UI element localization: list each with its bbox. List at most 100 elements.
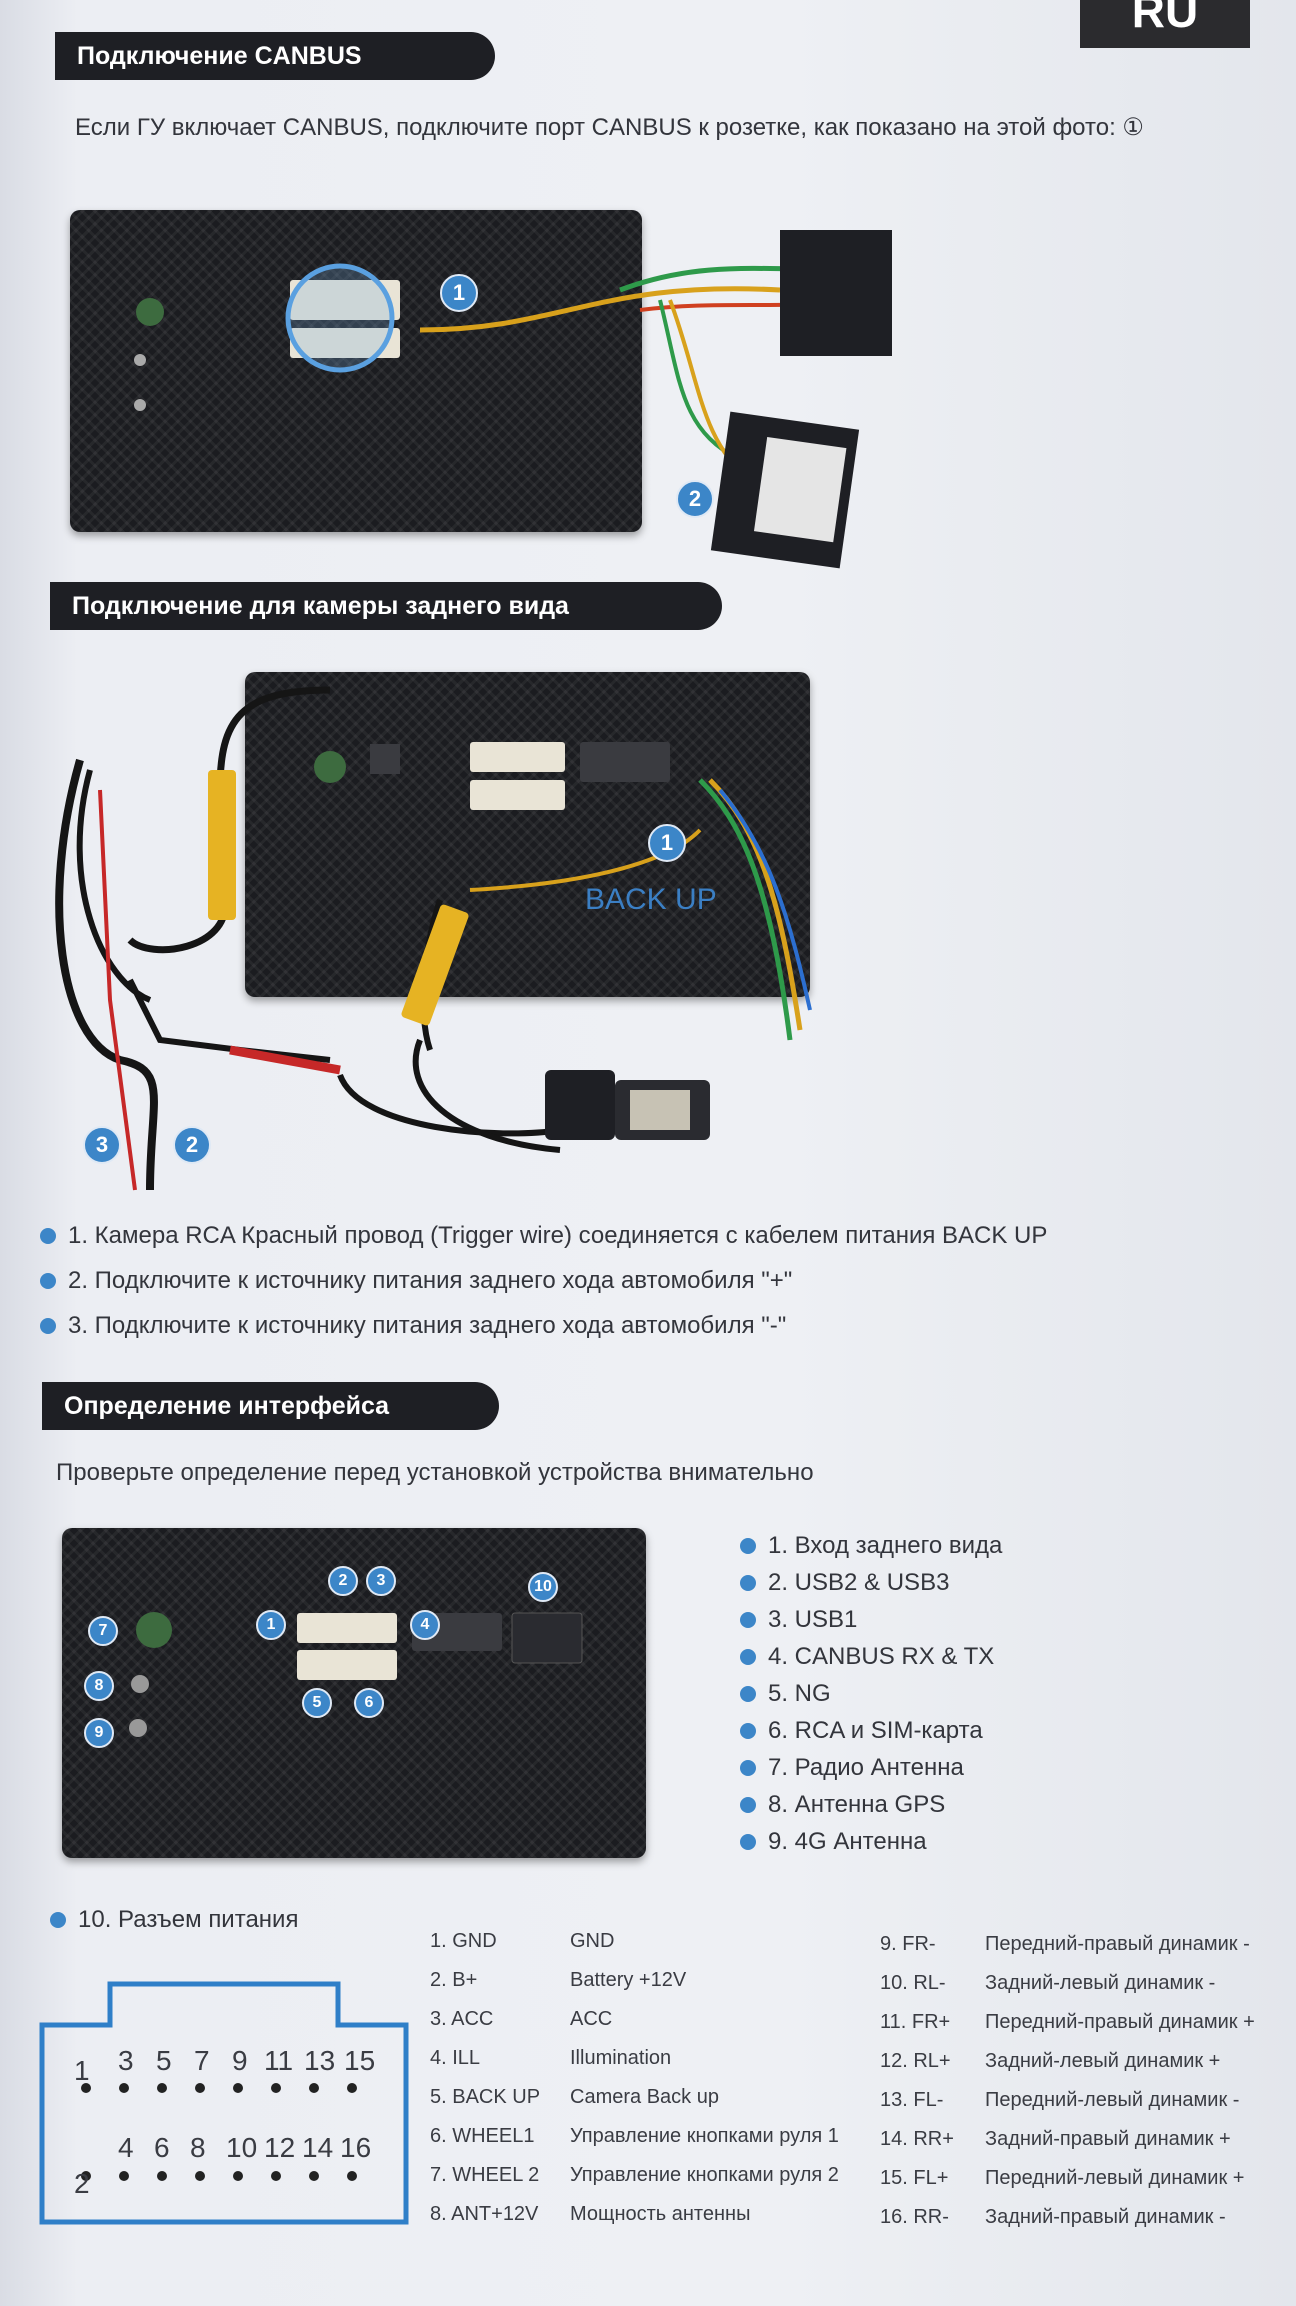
- connector-dot-bottom: [271, 2171, 281, 2181]
- bullet-dot: [50, 1912, 66, 1928]
- connector-pin-7: 7: [194, 2045, 210, 2076]
- bullet-dot: [740, 1723, 756, 1739]
- right-desc-0: Передний-правый динамик -: [985, 1933, 1250, 1955]
- connector-pin-2: 2: [74, 2168, 90, 2199]
- connector-dot-top: [309, 2083, 319, 2093]
- port-item-4: 4. CANBUS RX & TX: [740, 1641, 994, 1673]
- bullet-dot: [740, 1612, 756, 1628]
- connector-dot-bottom: [119, 2171, 129, 2181]
- connector-pin-9: 9: [232, 2045, 248, 2076]
- left-pin-4: 5. BACK UP: [430, 2086, 541, 2108]
- connector-dot-bottom: [309, 2171, 319, 2181]
- right-desc-2: Передний-правый динамик +: [985, 2011, 1255, 2033]
- bullet-dot: [740, 1538, 756, 1554]
- left-pin-5: 6. WHEEL1: [430, 2125, 535, 2147]
- port-item-6: 6. RCA и SIM-карта: [740, 1715, 983, 1747]
- bullet-dot: [740, 1649, 756, 1665]
- bullet-dot: [740, 1686, 756, 1702]
- bullet-dot: [740, 1760, 756, 1776]
- interface-text: Проверьте определение перед установкой у…: [56, 1459, 814, 1486]
- canbus-badge-1: 1: [440, 274, 478, 312]
- port-badge-3: 3: [366, 1566, 396, 1596]
- head-unit-rear-drawing: [134, 263, 400, 411]
- language-tab: RU: [1080, 0, 1250, 48]
- connector-pin-1: 1: [74, 2055, 90, 2086]
- camera-note-3: 3. Подключите к источнику питания заднег…: [40, 1310, 786, 1342]
- canbus-heading: Подключение CANBUS: [55, 32, 495, 80]
- canbus-box-upper: [780, 230, 892, 356]
- bullet-dot: [40, 1318, 56, 1334]
- left-pin-7: 8. ANT+12V: [430, 2203, 539, 2225]
- power-connector-label: 10. Разъем питания: [50, 1904, 298, 1936]
- rear-camera: [545, 1070, 615, 1140]
- port-item-1: 1. Вход заднего вида: [740, 1530, 1002, 1562]
- connector-dot-bottom: [195, 2171, 205, 2181]
- right-pin-1: 10. RL-: [880, 1972, 946, 1994]
- connector-dot-bottom: [157, 2171, 167, 2181]
- rca-connector-left: [208, 770, 236, 920]
- connector-dot-bottom: [81, 2171, 91, 2181]
- port-badge-5: 5: [302, 1688, 332, 1718]
- rca-connector-right: [401, 904, 469, 1026]
- right-pin-0: 9. FR-: [880, 1933, 936, 1955]
- left-desc-6: Управление кнопками руля 2: [570, 2164, 839, 2186]
- connector-dot-top: [347, 2083, 357, 2093]
- camera-heading: Подключение для камеры заднего вида: [50, 582, 722, 630]
- right-desc-1: Задний-левый динамик -: [985, 1972, 1216, 1994]
- port-item-9: 9. 4G Антенна: [740, 1826, 927, 1858]
- right-pin-3: 12. RL+: [880, 2050, 951, 2072]
- connector-pin-14: 14: [302, 2132, 334, 2163]
- left-desc-5: Управление кнопками руля 1: [570, 2125, 839, 2147]
- left-desc-7: Мощность антенны: [570, 2203, 751, 2225]
- left-pin-3: 4. ILL: [430, 2047, 481, 2069]
- connector-pin-4: 4: [118, 2132, 134, 2163]
- port-badge-9: 9: [84, 1718, 114, 1748]
- connector-dot-bottom: [233, 2171, 243, 2181]
- port-badge-4: 4: [410, 1610, 440, 1640]
- left-pin-1: 2. B+: [430, 1969, 478, 1991]
- port-item-5: 5. NG: [740, 1678, 831, 1710]
- camera-wiring: [55, 686, 812, 1191]
- left-desc-0: GND: [570, 1930, 615, 1952]
- canbus-text: Если ГУ включает CANBUS, подключите порт…: [75, 114, 1144, 141]
- camera-badge-1: 1: [648, 824, 686, 862]
- right-desc-4: Передний-левый динамик -: [985, 2089, 1240, 2111]
- right-desc-6: Передний-левый динамик +: [985, 2167, 1245, 2189]
- connector-pin-16: 16: [340, 2132, 372, 2163]
- right-pin-5: 14. RR+: [880, 2128, 954, 2150]
- interface-heading: Определение интерфейса: [42, 1382, 499, 1430]
- right-pin-4: 13. FL-: [880, 2089, 944, 2111]
- left-desc-1: Battery +12V: [570, 1969, 687, 1991]
- bullet-dot: [740, 1797, 756, 1813]
- bullet-dot: [740, 1575, 756, 1591]
- right-pin-2: 11. FR+: [880, 2011, 951, 2033]
- right-desc-3: Задний-левый динамик +: [985, 2050, 1221, 2072]
- right-desc-5: Задний-правый динамик +: [985, 2128, 1231, 2150]
- canbus-badge-2: 2: [676, 480, 714, 518]
- port-item-2: 2. USB2 & USB3: [740, 1567, 949, 1599]
- port-badge-7: 7: [88, 1616, 118, 1646]
- left-desc-4: Camera Back up: [570, 2086, 719, 2108]
- backup-label: BACK UP: [585, 883, 717, 916]
- left-desc-2: ACC: [570, 2008, 613, 2030]
- port-item-3: 3. USB1: [740, 1604, 857, 1636]
- connector-dot-top: [119, 2083, 129, 2093]
- right-desc-7: Задний-правый динамик -: [985, 2206, 1226, 2228]
- right-pin-6: 15. FL+: [880, 2167, 949, 2189]
- connector-dot-top: [271, 2083, 281, 2093]
- connector-dot-bottom: [347, 2171, 357, 2181]
- connector-pin-10: 10: [226, 2132, 258, 2163]
- head-unit-photo-camera: [245, 672, 810, 997]
- port-badge-10: 10: [528, 1572, 558, 1602]
- camera-note-1: 1. Камера RCA Красный провод (Trigger wi…: [40, 1220, 1047, 1252]
- left-pin-0: 1. GND: [430, 1930, 497, 1952]
- port-badge-1: 1: [256, 1610, 286, 1640]
- camera-badge-2: 2: [173, 1126, 211, 1164]
- camera-badge-3: 3: [83, 1126, 121, 1164]
- connector-dot-top: [233, 2083, 243, 2093]
- connector-pin-6: 6: [154, 2132, 170, 2163]
- connector-pin-12: 12: [264, 2132, 296, 2163]
- camera-note-2: 2. Подключите к источнику питания заднег…: [40, 1265, 792, 1297]
- connector-pin-15: 15: [344, 2045, 376, 2076]
